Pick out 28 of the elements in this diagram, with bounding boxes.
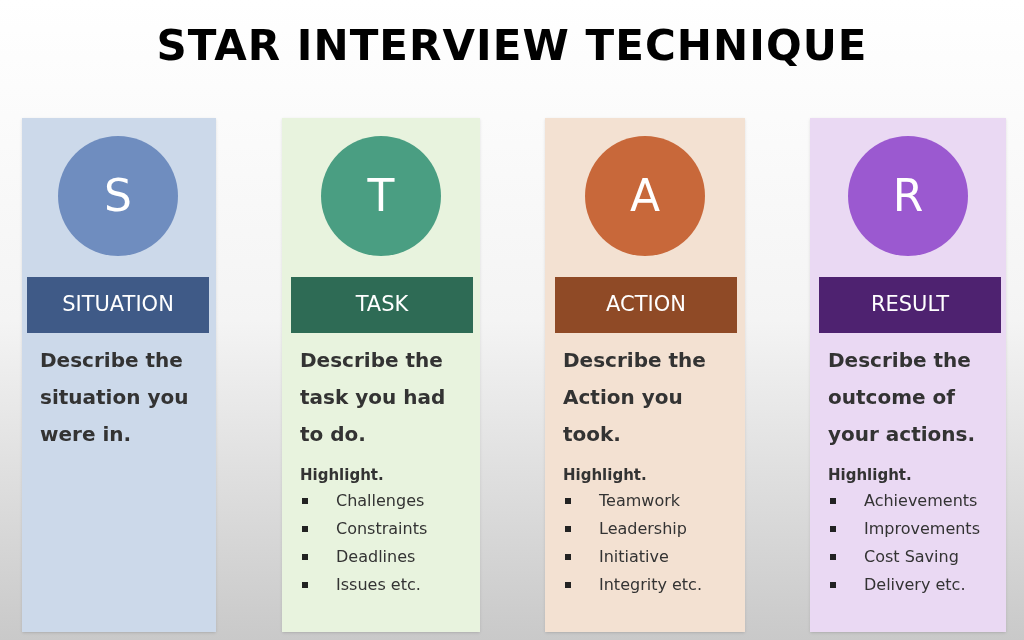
bullet-text: Initiative (599, 546, 669, 568)
stage-panel (545, 118, 745, 632)
bullet-text: Deadlines (336, 546, 416, 568)
bullet-text: Achievements (864, 490, 978, 512)
stage-header: TASK (291, 277, 473, 333)
bullet-text: Constraints (336, 518, 428, 540)
stage-panel (282, 118, 480, 632)
bullet-text: Improvements (864, 518, 980, 540)
bullet-text: Issues etc. (336, 574, 421, 596)
highlight-heading: Highlight. (828, 465, 913, 486)
description-text: Describe the outcome of your actions. (828, 347, 977, 448)
stage-header: ACTION (555, 277, 737, 333)
bullet-text: Delivery etc. (864, 574, 966, 596)
bullet-text: Integrity etc. (599, 574, 702, 596)
stage-panel (22, 118, 216, 632)
description-text: Describe the Action you took. (563, 347, 707, 448)
bullet-text: Leadership (599, 518, 687, 540)
stage-panel (810, 118, 1006, 632)
stage-header: SITUATION (27, 277, 209, 333)
bullet-text: Challenges (336, 490, 425, 512)
bullet-text: Teamwork (599, 490, 680, 512)
highlight-heading: Highlight. (300, 465, 385, 486)
stage-header: RESULT (819, 277, 1001, 333)
description-text: Describe the situation you were in. (40, 347, 190, 448)
description-text: Describe the task you had to do. (300, 347, 447, 448)
title: STAR INTERVIEW TECHNIQUE (155, 20, 869, 72)
highlight-heading: Highlight. (563, 465, 648, 486)
bullet-text: Cost Saving (864, 546, 959, 568)
